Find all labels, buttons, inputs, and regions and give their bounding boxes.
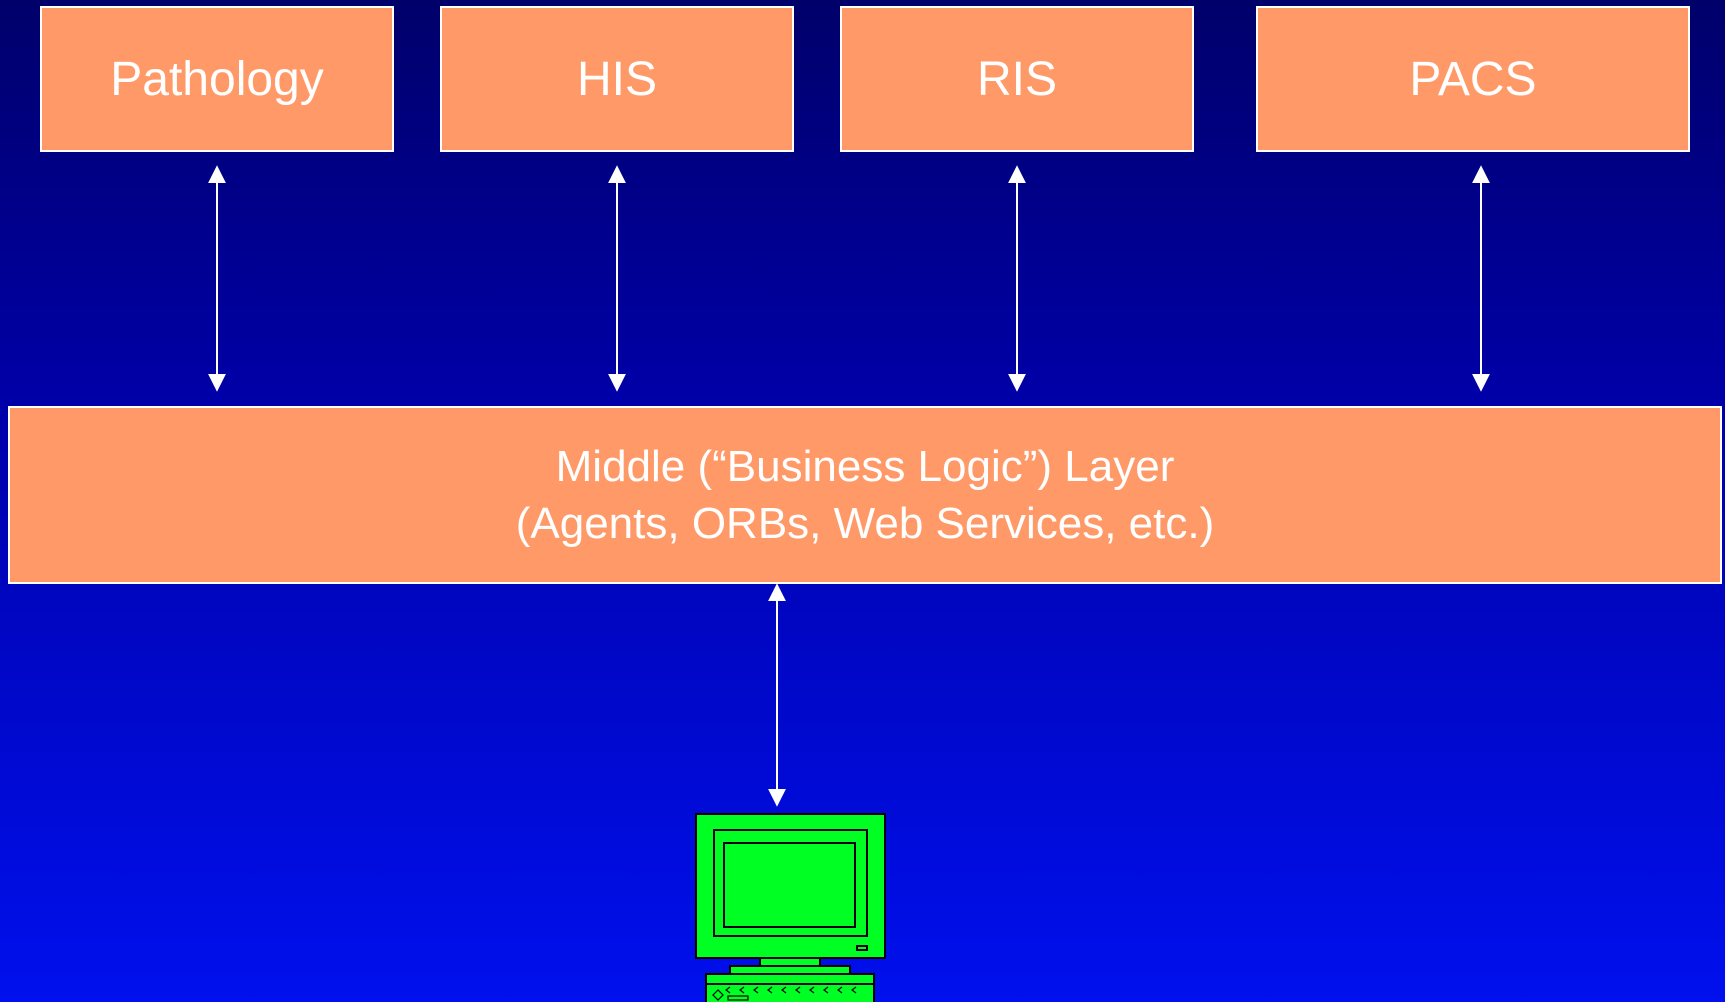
pathology-label: Pathology	[110, 52, 324, 106]
middle-layer-line2: (Agents, ORBs, Web Services, etc.)	[515, 499, 1215, 548]
pacs-box: PACS	[1256, 6, 1690, 152]
ris-box: RIS	[840, 6, 1194, 152]
computer-icon	[695, 813, 886, 1002]
middle-layer-box: Middle (“Business Logic”) Layer (Agents,…	[8, 406, 1722, 584]
his-box: HIS	[440, 6, 794, 152]
ris-label: RIS	[976, 52, 1057, 106]
pathology-box: Pathology	[40, 6, 394, 152]
middle-layer-line1: Middle (“Business Logic”) Layer	[555, 442, 1175, 491]
his-label: HIS	[576, 52, 657, 106]
pacs-label: PACS	[1409, 52, 1537, 106]
